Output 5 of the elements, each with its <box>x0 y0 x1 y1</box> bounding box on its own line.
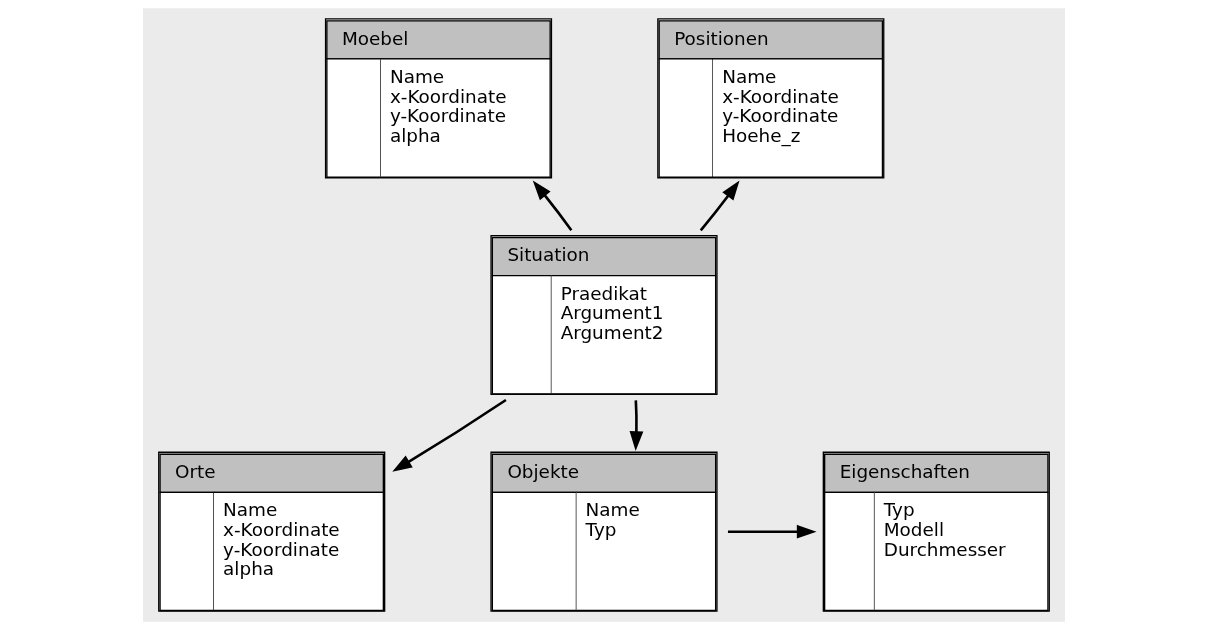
arrow <box>727 524 817 539</box>
arrow <box>629 400 643 451</box>
arrow <box>532 180 572 232</box>
arrow <box>391 398 507 472</box>
arrow <box>699 180 740 232</box>
